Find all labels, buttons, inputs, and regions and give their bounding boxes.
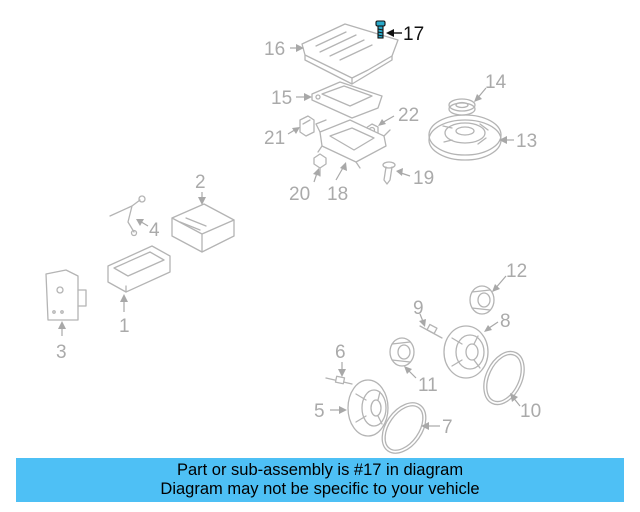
arrow-13: [499, 136, 507, 144]
callout-12[interactable]: 12: [506, 261, 527, 282]
callout-15[interactable]: 15: [271, 88, 292, 109]
part-1-display[interactable]: [107, 245, 171, 293]
arrow-16: [296, 44, 304, 52]
arrow-8: [484, 325, 492, 332]
callout-21[interactable]: 21: [264, 128, 285, 149]
arrow-17: [386, 29, 394, 37]
callout-17[interactable]: 17: [403, 24, 424, 45]
callout-20[interactable]: 20: [289, 184, 310, 205]
callout-18[interactable]: 18: [327, 184, 348, 205]
callout-2[interactable]: 2: [195, 172, 206, 193]
banner-line-1: Part or sub-assembly is #17 in diagram: [176, 461, 464, 479]
callout-19[interactable]: 19: [413, 168, 434, 189]
arrow-5: [339, 406, 347, 414]
part-21-clip[interactable]: [299, 115, 315, 137]
part-11-driver[interactable]: [389, 337, 415, 367]
arrow-18: [340, 162, 347, 171]
part-14-grommet[interactable]: [448, 98, 476, 116]
part-16-cover[interactable]: [301, 23, 399, 85]
part-8-speaker[interactable]: [443, 325, 489, 379]
arrow-3: [58, 321, 66, 329]
arrow-19: [396, 168, 403, 176]
part-13-speaker[interactable]: [428, 114, 502, 161]
callout-7[interactable]: 7: [442, 417, 453, 438]
arrow-1: [120, 294, 128, 302]
callout-14[interactable]: 14: [485, 72, 507, 93]
part-9-pin[interactable]: [419, 323, 443, 339]
callout-8[interactable]: 8: [500, 311, 511, 332]
callout-10[interactable]: 10: [520, 401, 541, 422]
banner-line-2: Diagram may not be specific to your vehi…: [160, 480, 480, 498]
arrow-4: [136, 219, 144, 226]
arrow-6: [338, 369, 346, 377]
part-4-antenna[interactable]: [109, 195, 146, 237]
callout-22[interactable]: 22: [398, 105, 419, 126]
callout-9[interactable]: 9: [413, 298, 424, 319]
callout-16[interactable]: 16: [264, 39, 285, 60]
arrow-10: [510, 393, 518, 402]
arrow-2: [198, 197, 206, 205]
part-12-driver[interactable]: [469, 285, 495, 315]
info-banner: Part or sub-assembly is #17 in diagram D…: [16, 458, 624, 502]
arrow-22: [378, 119, 386, 126]
arrow-7: [421, 422, 429, 430]
arrow-9: [419, 319, 426, 327]
arrow-15: [304, 93, 312, 101]
callout-4[interactable]: 4: [149, 220, 160, 241]
part-20-bolt[interactable]: [313, 153, 327, 177]
part-19-screw[interactable]: [382, 161, 396, 185]
arrow-14: [474, 94, 482, 102]
callout-5[interactable]: 5: [314, 401, 325, 422]
part-6-pin[interactable]: [325, 375, 353, 385]
part-18-bracket[interactable]: [315, 119, 391, 169]
callout-1[interactable]: 1: [119, 316, 130, 337]
arrow-20: [313, 168, 320, 176]
part-2-module[interactable]: [171, 203, 235, 253]
part-15-bracket[interactable]: [311, 81, 383, 119]
callout-6[interactable]: 6: [335, 342, 346, 363]
callout-11[interactable]: 11: [418, 375, 438, 396]
arrow-11: [404, 366, 412, 374]
callout-13[interactable]: 13: [516, 131, 537, 152]
part-7-gasket[interactable]: [373, 395, 435, 462]
part-17-screw[interactable]: [375, 20, 386, 39]
callout-3[interactable]: 3: [56, 342, 67, 363]
arrow-12: [492, 284, 500, 292]
part-5-speaker[interactable]: [347, 379, 389, 437]
part-3-panel[interactable]: [45, 269, 87, 321]
part-10-gasket[interactable]: [476, 345, 532, 411]
arrow-21: [292, 127, 300, 134]
